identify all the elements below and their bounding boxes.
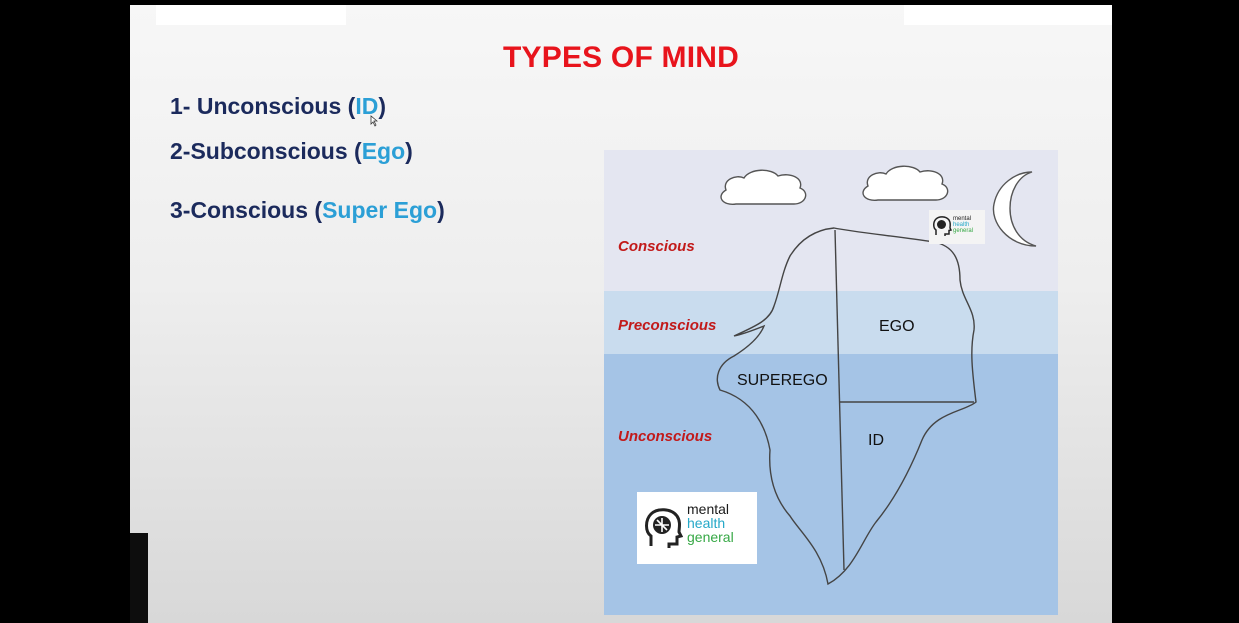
list-item-suffix: ) bbox=[405, 138, 413, 164]
logo-line3: general bbox=[687, 529, 734, 545]
iceberg-label-superego: SUPEREGO bbox=[737, 372, 828, 389]
video-edge-shadow bbox=[130, 533, 148, 623]
slide-title: TYPES OF MIND bbox=[503, 41, 739, 74]
list-item-prefix: 1- Unconscious ( bbox=[170, 93, 356, 119]
iceberg-drawing bbox=[716, 165, 1037, 586]
list-item-term: Ego bbox=[361, 138, 406, 164]
list-item-prefix: 2-Subconscious ( bbox=[170, 138, 362, 164]
head-brain-icon bbox=[933, 216, 952, 236]
moon-icon bbox=[992, 171, 1037, 247]
iceberg-divider-vertical bbox=[834, 229, 845, 571]
mini-logo-line3: general bbox=[953, 228, 974, 234]
list-item-prefix: 3-Conscious ( bbox=[170, 197, 323, 223]
iceberg-label-id: ID bbox=[868, 432, 884, 449]
mini-logo-line1: mental bbox=[953, 216, 972, 222]
slide-top-strip-left bbox=[156, 5, 346, 25]
cloud-icon bbox=[862, 165, 949, 201]
zone-label-preconscious: Preconscious bbox=[618, 317, 717, 334]
cloud-icon bbox=[720, 169, 807, 205]
head-brain-icon bbox=[645, 508, 683, 548]
list-item-term: ID bbox=[355, 93, 379, 119]
list-item: 1- Unconscious (ID) bbox=[170, 93, 386, 120]
mini-logo-line2: health bbox=[953, 222, 970, 228]
list-item: 2-Subconscious (Ego) bbox=[170, 138, 413, 165]
list-item-suffix: ) bbox=[437, 197, 445, 223]
text-cursor-icon bbox=[370, 115, 378, 127]
zone-preconscious bbox=[604, 291, 1058, 354]
iceberg-diagram: Conscious Preconscious Unconscious EGO S… bbox=[604, 150, 1058, 615]
zone-label-conscious: Conscious bbox=[618, 238, 695, 255]
slide-top-strip-right bbox=[904, 5, 1112, 25]
logo-line2: health bbox=[687, 515, 726, 531]
list-item-term: Super Ego bbox=[322, 197, 438, 223]
iceberg-label-ego: EGO bbox=[879, 318, 915, 335]
watermark-logo: mental health general bbox=[929, 210, 985, 244]
logo-line1: mental bbox=[687, 501, 730, 517]
iceberg-outline bbox=[716, 227, 977, 586]
mental-health-general-logo: mental health general bbox=[637, 492, 757, 564]
list-item: 3-Conscious (Super Ego) bbox=[170, 197, 445, 224]
zone-label-unconscious: Unconscious bbox=[618, 428, 713, 445]
zone-unconscious bbox=[604, 354, 1058, 615]
list-item-suffix: ) bbox=[378, 93, 386, 119]
slide: TYPES OF MIND 1- Unconscious (ID) 2-Subc… bbox=[130, 5, 1112, 623]
